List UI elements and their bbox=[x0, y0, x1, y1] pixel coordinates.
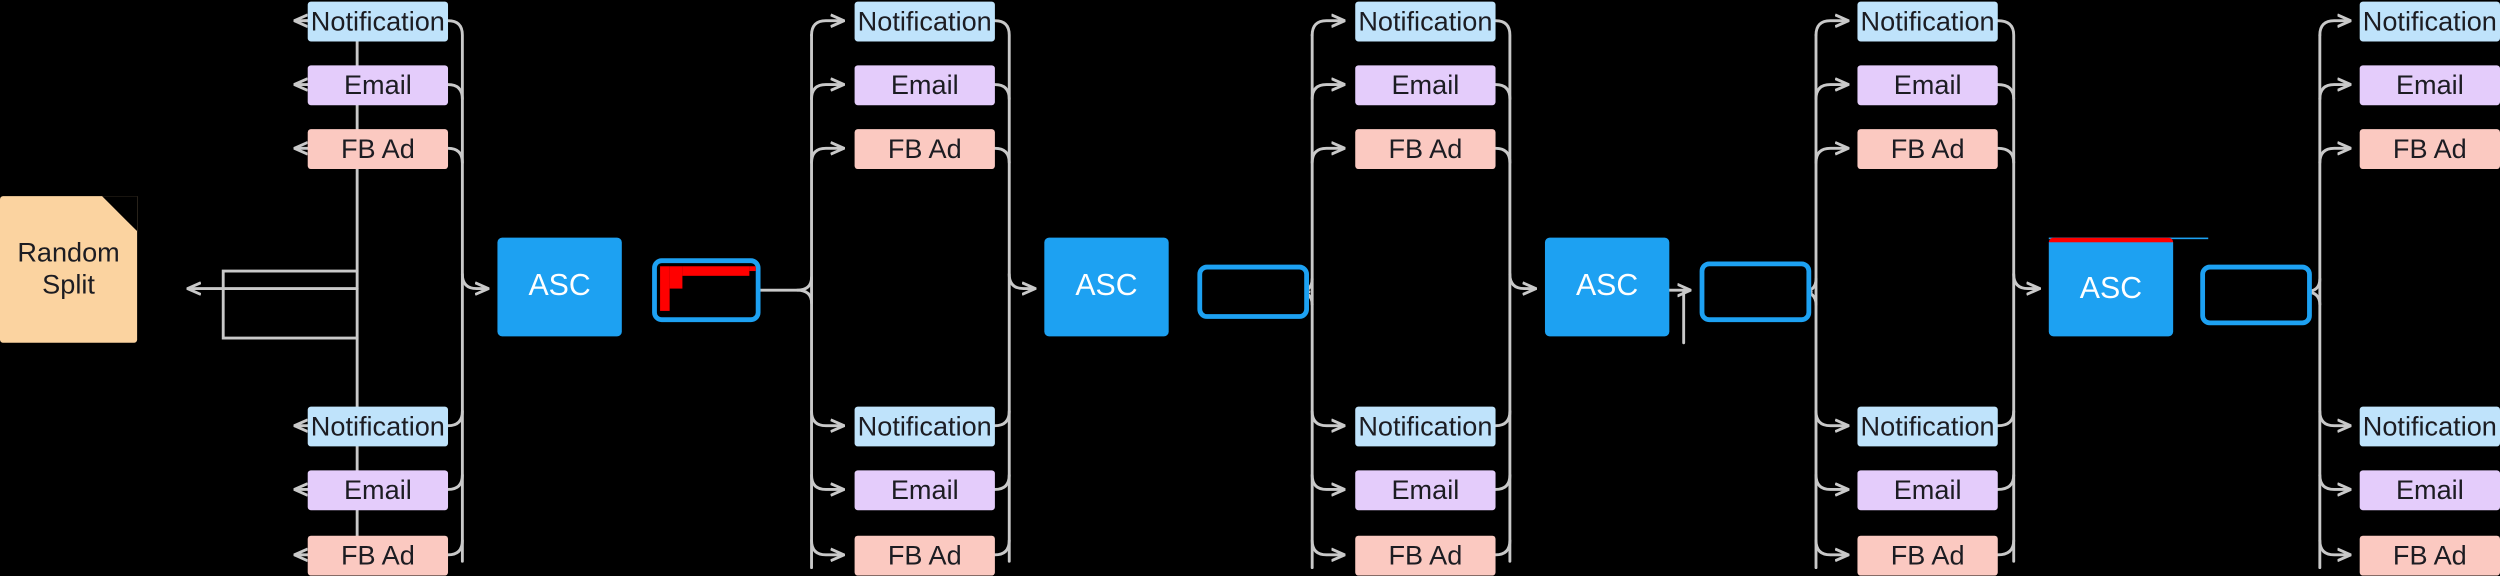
node-outline-box[interactable] bbox=[2200, 264, 2312, 326]
node-email[interactable]: Email bbox=[2359, 65, 2500, 106]
node-fb-ad[interactable]: FB Ad bbox=[854, 535, 995, 576]
random-split-label-line2: Split bbox=[42, 269, 95, 300]
node-notification[interactable]: Notification bbox=[2359, 1, 2500, 42]
random-split-label-line1: Random bbox=[17, 238, 120, 269]
node-email[interactable]: Email bbox=[2359, 470, 2500, 511]
node-outline-box-selected[interactable] bbox=[652, 258, 761, 323]
node-fb-ad[interactable]: FB Ad bbox=[854, 129, 995, 170]
node-fb-ad[interactable]: FB Ad bbox=[1355, 535, 1496, 576]
node-fb-ad[interactable]: FB Ad bbox=[307, 535, 449, 576]
node-email[interactable]: Email bbox=[854, 65, 995, 106]
node-asc[interactable]: ASC bbox=[1544, 237, 1670, 337]
node-fb-ad[interactable]: FB Ad bbox=[1857, 535, 1998, 576]
node-email[interactable]: Email bbox=[1355, 470, 1496, 511]
node-asc[interactable]: ASC bbox=[2048, 237, 2174, 337]
node-email[interactable]: Email bbox=[854, 470, 995, 511]
node-notification[interactable]: Notification bbox=[307, 1, 449, 42]
node-asc[interactable]: ASC bbox=[1044, 237, 1169, 337]
node-email[interactable]: Email bbox=[307, 65, 449, 106]
node-email[interactable]: Email bbox=[307, 470, 449, 511]
node-fb-ad[interactable]: FB Ad bbox=[307, 129, 449, 170]
node-asc[interactable]: ASC bbox=[497, 237, 622, 337]
node-fb-ad[interactable]: FB Ad bbox=[1857, 129, 1998, 170]
node-email[interactable]: Email bbox=[1857, 470, 1998, 511]
node-notification[interactable]: Notification bbox=[307, 406, 449, 447]
node-notification[interactable]: Notification bbox=[2359, 406, 2500, 447]
node-fb-ad[interactable]: FB Ad bbox=[1355, 129, 1496, 170]
note-fold-shadow-icon bbox=[102, 196, 138, 232]
node-email[interactable]: Email bbox=[1857, 65, 1998, 106]
node-email[interactable]: Email bbox=[1355, 65, 1496, 106]
node-outline-box[interactable] bbox=[1699, 261, 1812, 323]
red-highlight-overlay bbox=[657, 263, 756, 317]
node-notification[interactable]: Notification bbox=[854, 406, 995, 447]
node-fb-ad[interactable]: FB Ad bbox=[2359, 535, 2500, 576]
node-notification[interactable]: Notification bbox=[1355, 406, 1496, 447]
node-notification[interactable]: Notification bbox=[1857, 1, 1998, 42]
node-random-split[interactable]: Random Split bbox=[0, 196, 138, 343]
node-notification[interactable]: Notification bbox=[1355, 1, 1496, 42]
node-fb-ad[interactable]: FB Ad bbox=[2359, 129, 2500, 170]
node-outline-box[interactable] bbox=[1197, 264, 1309, 319]
node-notification[interactable]: Notification bbox=[1857, 406, 1998, 447]
node-notification[interactable]: Notification bbox=[854, 1, 995, 42]
